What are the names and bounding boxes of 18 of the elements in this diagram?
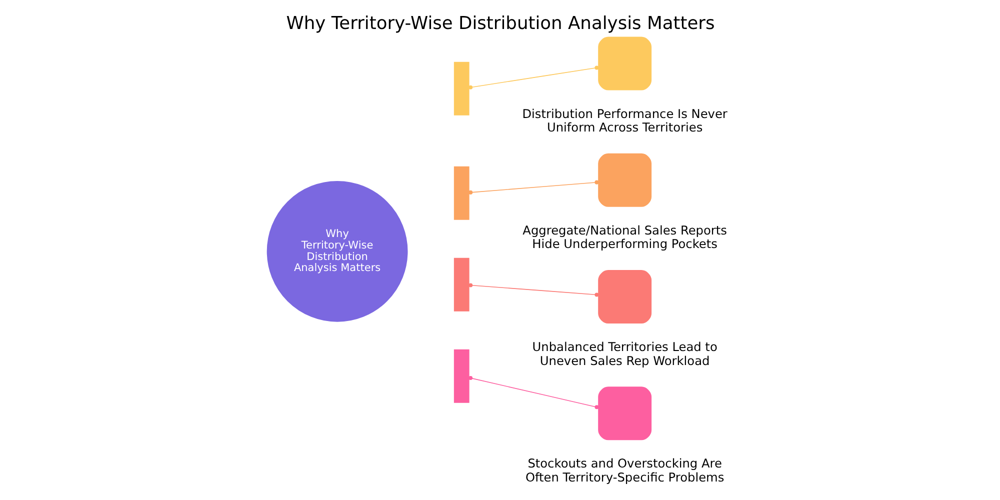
connector bbox=[468, 283, 598, 297]
node-bar bbox=[453, 349, 469, 403]
node-box bbox=[598, 153, 652, 207]
node-label: Stockouts and Overstocking Are Often Territory-Specific Problems bbox=[524, 456, 724, 484]
node-box bbox=[598, 36, 652, 90]
node-bar bbox=[453, 258, 469, 312]
node-label: Distribution Performance Is Never Uniform Across Territories bbox=[522, 106, 727, 135]
node-bar bbox=[453, 166, 469, 220]
node-circle: Why Territory-Wise Distribution Analysis Matters bbox=[266, 180, 408, 322]
connector bbox=[468, 376, 598, 410]
connector bbox=[468, 66, 598, 90]
node-label: Unbalanced Territories Lead to Uneven Sales Rep Workload bbox=[532, 340, 717, 368]
node-label: Aggregate/National Sales Reports Hide Underperforming Pockets bbox=[522, 223, 726, 252]
connector bbox=[468, 180, 598, 194]
node-box bbox=[598, 386, 652, 440]
node-bar bbox=[453, 62, 469, 116]
diagram-title: Why Territory-Wise Distribution Analysis Matters bbox=[286, 12, 714, 34]
node-box bbox=[598, 270, 652, 324]
